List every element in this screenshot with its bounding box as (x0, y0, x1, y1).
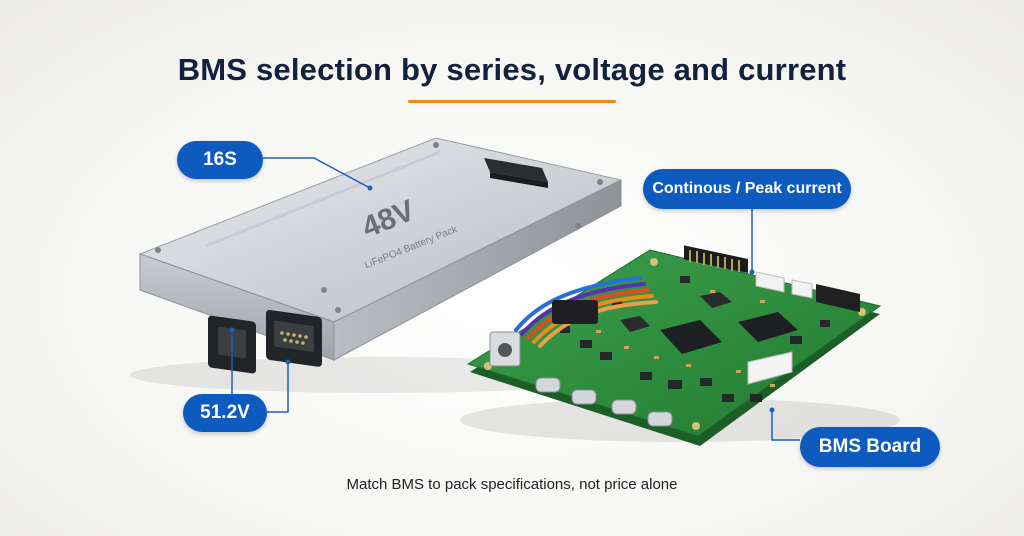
battery-pack: 48V LiFePO4 Battery Pack (130, 137, 630, 393)
bms-board (460, 245, 900, 446)
current-label: Continous / Peak current (643, 169, 851, 209)
page-title: BMS selection by series, voltage and cur… (177, 52, 847, 87)
title-underline (408, 100, 616, 103)
caption: Match BMS to pack specifications, not pr… (346, 476, 678, 493)
series-label: 16S (177, 141, 263, 179)
data-connector (266, 309, 322, 367)
bms-board-label: BMS Board (800, 427, 940, 467)
voltage-label: 51.2V (183, 394, 267, 432)
